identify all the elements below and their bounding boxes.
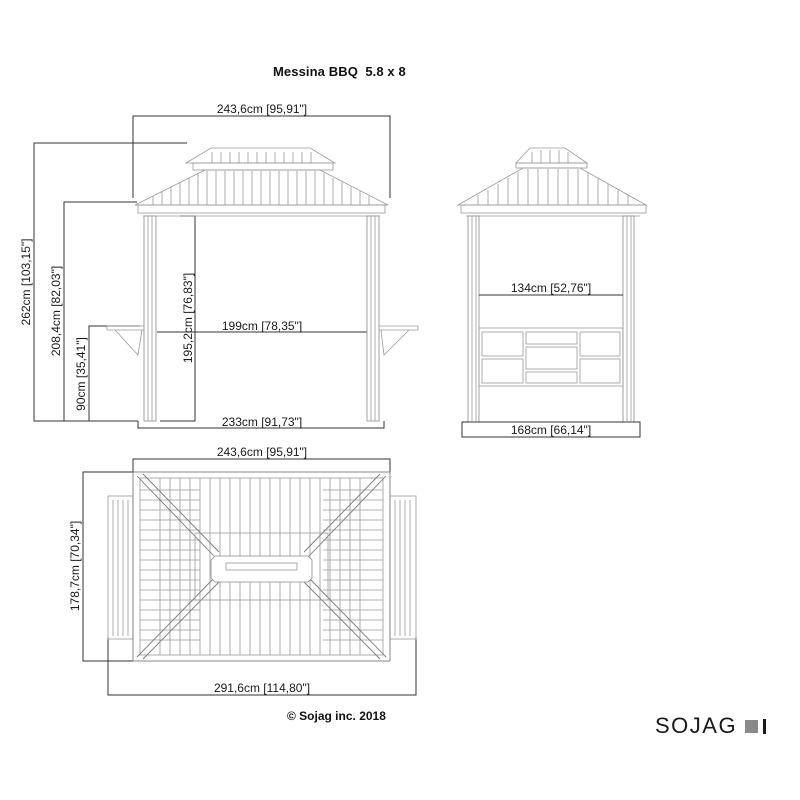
side-inner-width-label: 134cm [52,76"] [511, 281, 591, 295]
front-overall-height-label: 262cm [103,15"] [19, 239, 33, 326]
front-bar-height-label: 90cm [35,41"] [74, 337, 88, 411]
top-overall-width-label: 291,6cm [114,80"] [214, 681, 310, 695]
logo-bar-icon [763, 718, 767, 734]
copyright-text: © Sojag inc. 2018 [287, 709, 386, 723]
sojag-logo: SOJAG [655, 713, 767, 739]
front-clearance-height-label: 195,2cm [76,83"] [181, 273, 195, 363]
side-view [456, 147, 648, 438]
brand-name: SOJAG [655, 713, 738, 738]
front-eave-height-label: 208,4cm [82,03"] [49, 266, 63, 356]
top-roof-width-label: 243,6cm [95,91"] [217, 445, 307, 459]
front-overall-width-label: 243,6cm [95,91"] [217, 102, 307, 116]
top-view [82, 458, 417, 696]
logo-square-icon [745, 719, 759, 733]
top-depth-label: 178,7cm [70,34"] [68, 521, 82, 611]
front-inner-width-label: 199cm [78,35"] [222, 319, 302, 333]
side-base-width-label: 168cm [66,14"] [511, 423, 591, 437]
drawing-title: Messina BBQ 5.8 x 8 [273, 64, 406, 79]
front-base-width-label: 233cm [91,73"] [222, 415, 302, 429]
front-view [33, 115, 419, 429]
